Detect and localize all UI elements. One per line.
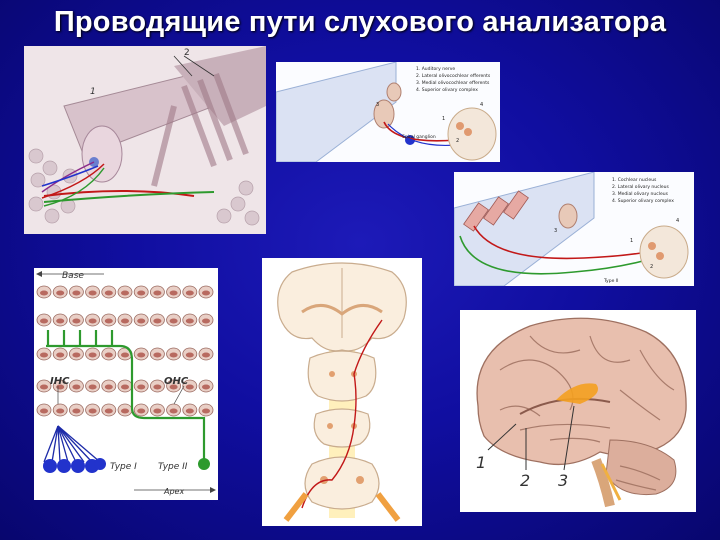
hair-cell-nucleus — [202, 290, 210, 296]
hair-cell-nucleus — [137, 318, 146, 324]
hair-cell-nucleus — [104, 318, 113, 324]
hair-cell-nucleus — [88, 318, 97, 324]
hair-cell-nucleus — [40, 408, 48, 414]
label-apex: Apex — [163, 487, 184, 496]
type2-legend-2: 2. Lateral olivary nucleus — [612, 184, 669, 190]
label-type1: Type I — [110, 462, 137, 472]
hair-cell-nucleus — [153, 352, 162, 358]
type1-label-2: 2 — [456, 138, 459, 144]
type1-pathway-diagram: 1. Auditory nerve 2. Lateral olivocochle… — [276, 62, 500, 162]
type1-label-3: 3 — [376, 102, 379, 108]
label-ihc: IHC — [50, 376, 70, 387]
hair-cell-nucleus — [185, 318, 194, 324]
hair-cell-nucleus — [169, 290, 178, 296]
hair-cell-nucleus — [40, 384, 48, 390]
type2-label-3: 3 — [554, 228, 557, 234]
hair-cell-nucleus — [121, 352, 129, 358]
label-type2: Type II — [158, 462, 188, 472]
brain-label-1: 1 — [476, 453, 486, 472]
type2-legend-4: 4. Superior olivary complex — [612, 198, 674, 204]
type2-label-type: Type II — [603, 278, 618, 284]
type1-legend-3: 3. Medial olivocochlear efferents — [416, 80, 490, 86]
hair-cell-nucleus — [56, 318, 65, 324]
corti-label-top: 2 — [184, 48, 190, 58]
hair-cell-nucleus — [72, 408, 81, 414]
hair-cell-nucleus — [202, 384, 210, 390]
type2-label-2: 2 — [650, 264, 653, 270]
hair-cell-nucleus — [121, 408, 129, 414]
hair-cell-nucleus — [40, 318, 48, 324]
hair-cell-nucleus — [56, 408, 65, 414]
hair-cell-nucleus — [121, 384, 129, 390]
hair-cell-nucleus — [56, 290, 65, 296]
hair-cell-nucleus — [185, 384, 194, 390]
hair-cell-nucleus — [202, 408, 210, 414]
slide-title: Проводящие пути слухового анализатора — [53, 6, 667, 38]
hair-cell-nucleus — [88, 352, 97, 358]
brain-label-2: 2 — [520, 471, 530, 490]
auditory-pathway-sections — [262, 258, 422, 526]
corti-label-left: 1 — [90, 87, 96, 97]
hair-cell-nucleus — [153, 318, 162, 324]
type1-legend-4: 4. Superior olivary complex — [416, 87, 478, 93]
hair-cell-nucleus — [121, 318, 129, 324]
hair-cell-nucleus — [169, 318, 178, 324]
hair-cell-nucleus — [56, 352, 65, 358]
hair-cell-nucleus — [202, 352, 210, 358]
hair-cell-innervation-diagram: Base IHC OHC Type I Type II Apex — [34, 268, 218, 500]
hair-cell-nucleus — [185, 352, 194, 358]
type2-pathway-diagram: 1. Cochlear nucleus 2. Lateral olivary n… — [454, 172, 694, 286]
type1-label-ganglion: Spiral ganglion — [402, 134, 436, 140]
hair-cell-nucleus — [104, 290, 113, 296]
hair-cell-nucleus — [40, 290, 48, 296]
hair-cell-nucleus — [88, 408, 97, 414]
hair-cell-nucleus — [169, 352, 178, 358]
label-ohc: OHC — [164, 376, 189, 387]
hair-cell-nucleus — [88, 290, 97, 296]
hair-cell-nucleus — [72, 352, 81, 358]
hair-cell-nucleus — [137, 290, 146, 296]
hair-cell-nucleus — [185, 290, 194, 296]
hair-cell-nucleus — [40, 352, 48, 358]
hair-cell-nucleus — [72, 384, 81, 390]
brain-label-3: 3 — [558, 471, 568, 490]
hair-cell-nucleus — [72, 318, 81, 324]
hair-cell-nucleus — [169, 408, 178, 414]
hair-cell-nucleus — [104, 352, 113, 358]
hair-cell-nucleus — [202, 318, 210, 324]
hair-cell-nucleus — [121, 290, 129, 296]
type2-label-1: 1 — [630, 238, 633, 244]
type1-legend-1: 1. Auditory nerve — [416, 66, 455, 72]
type1-legend-2: 2. Lateral olivocochlear efferents — [416, 73, 491, 79]
hair-cell-nucleus — [137, 408, 146, 414]
hair-cell-nucleus — [137, 384, 146, 390]
hair-cell-nucleus — [185, 408, 194, 414]
hair-cell-nucleus — [137, 352, 146, 358]
hair-cell-nucleus — [153, 384, 162, 390]
hair-cell-nucleus — [72, 290, 81, 296]
type1-label-4: 4 — [480, 102, 483, 108]
hair-cell-nucleus — [104, 384, 113, 390]
type1-label-1: 1 — [442, 116, 445, 122]
hair-cell-nucleus — [153, 290, 162, 296]
label-base: Base — [62, 271, 84, 281]
type2-legend-3: 3. Medial olivary nucleus — [612, 191, 669, 197]
type2-label-4: 4 — [676, 218, 679, 224]
hair-cell-nucleus — [104, 408, 113, 414]
hair-cell-nucleus — [153, 408, 162, 414]
type2-legend-1: 1. Cochlear nucleus — [612, 177, 657, 183]
lateral-brain-view: 1 2 3 — [460, 310, 696, 512]
hair-cell-nucleus — [88, 384, 97, 390]
hair-cell-nucleus — [169, 384, 178, 390]
organ-of-corti-illustration: 2 1 — [24, 46, 266, 234]
